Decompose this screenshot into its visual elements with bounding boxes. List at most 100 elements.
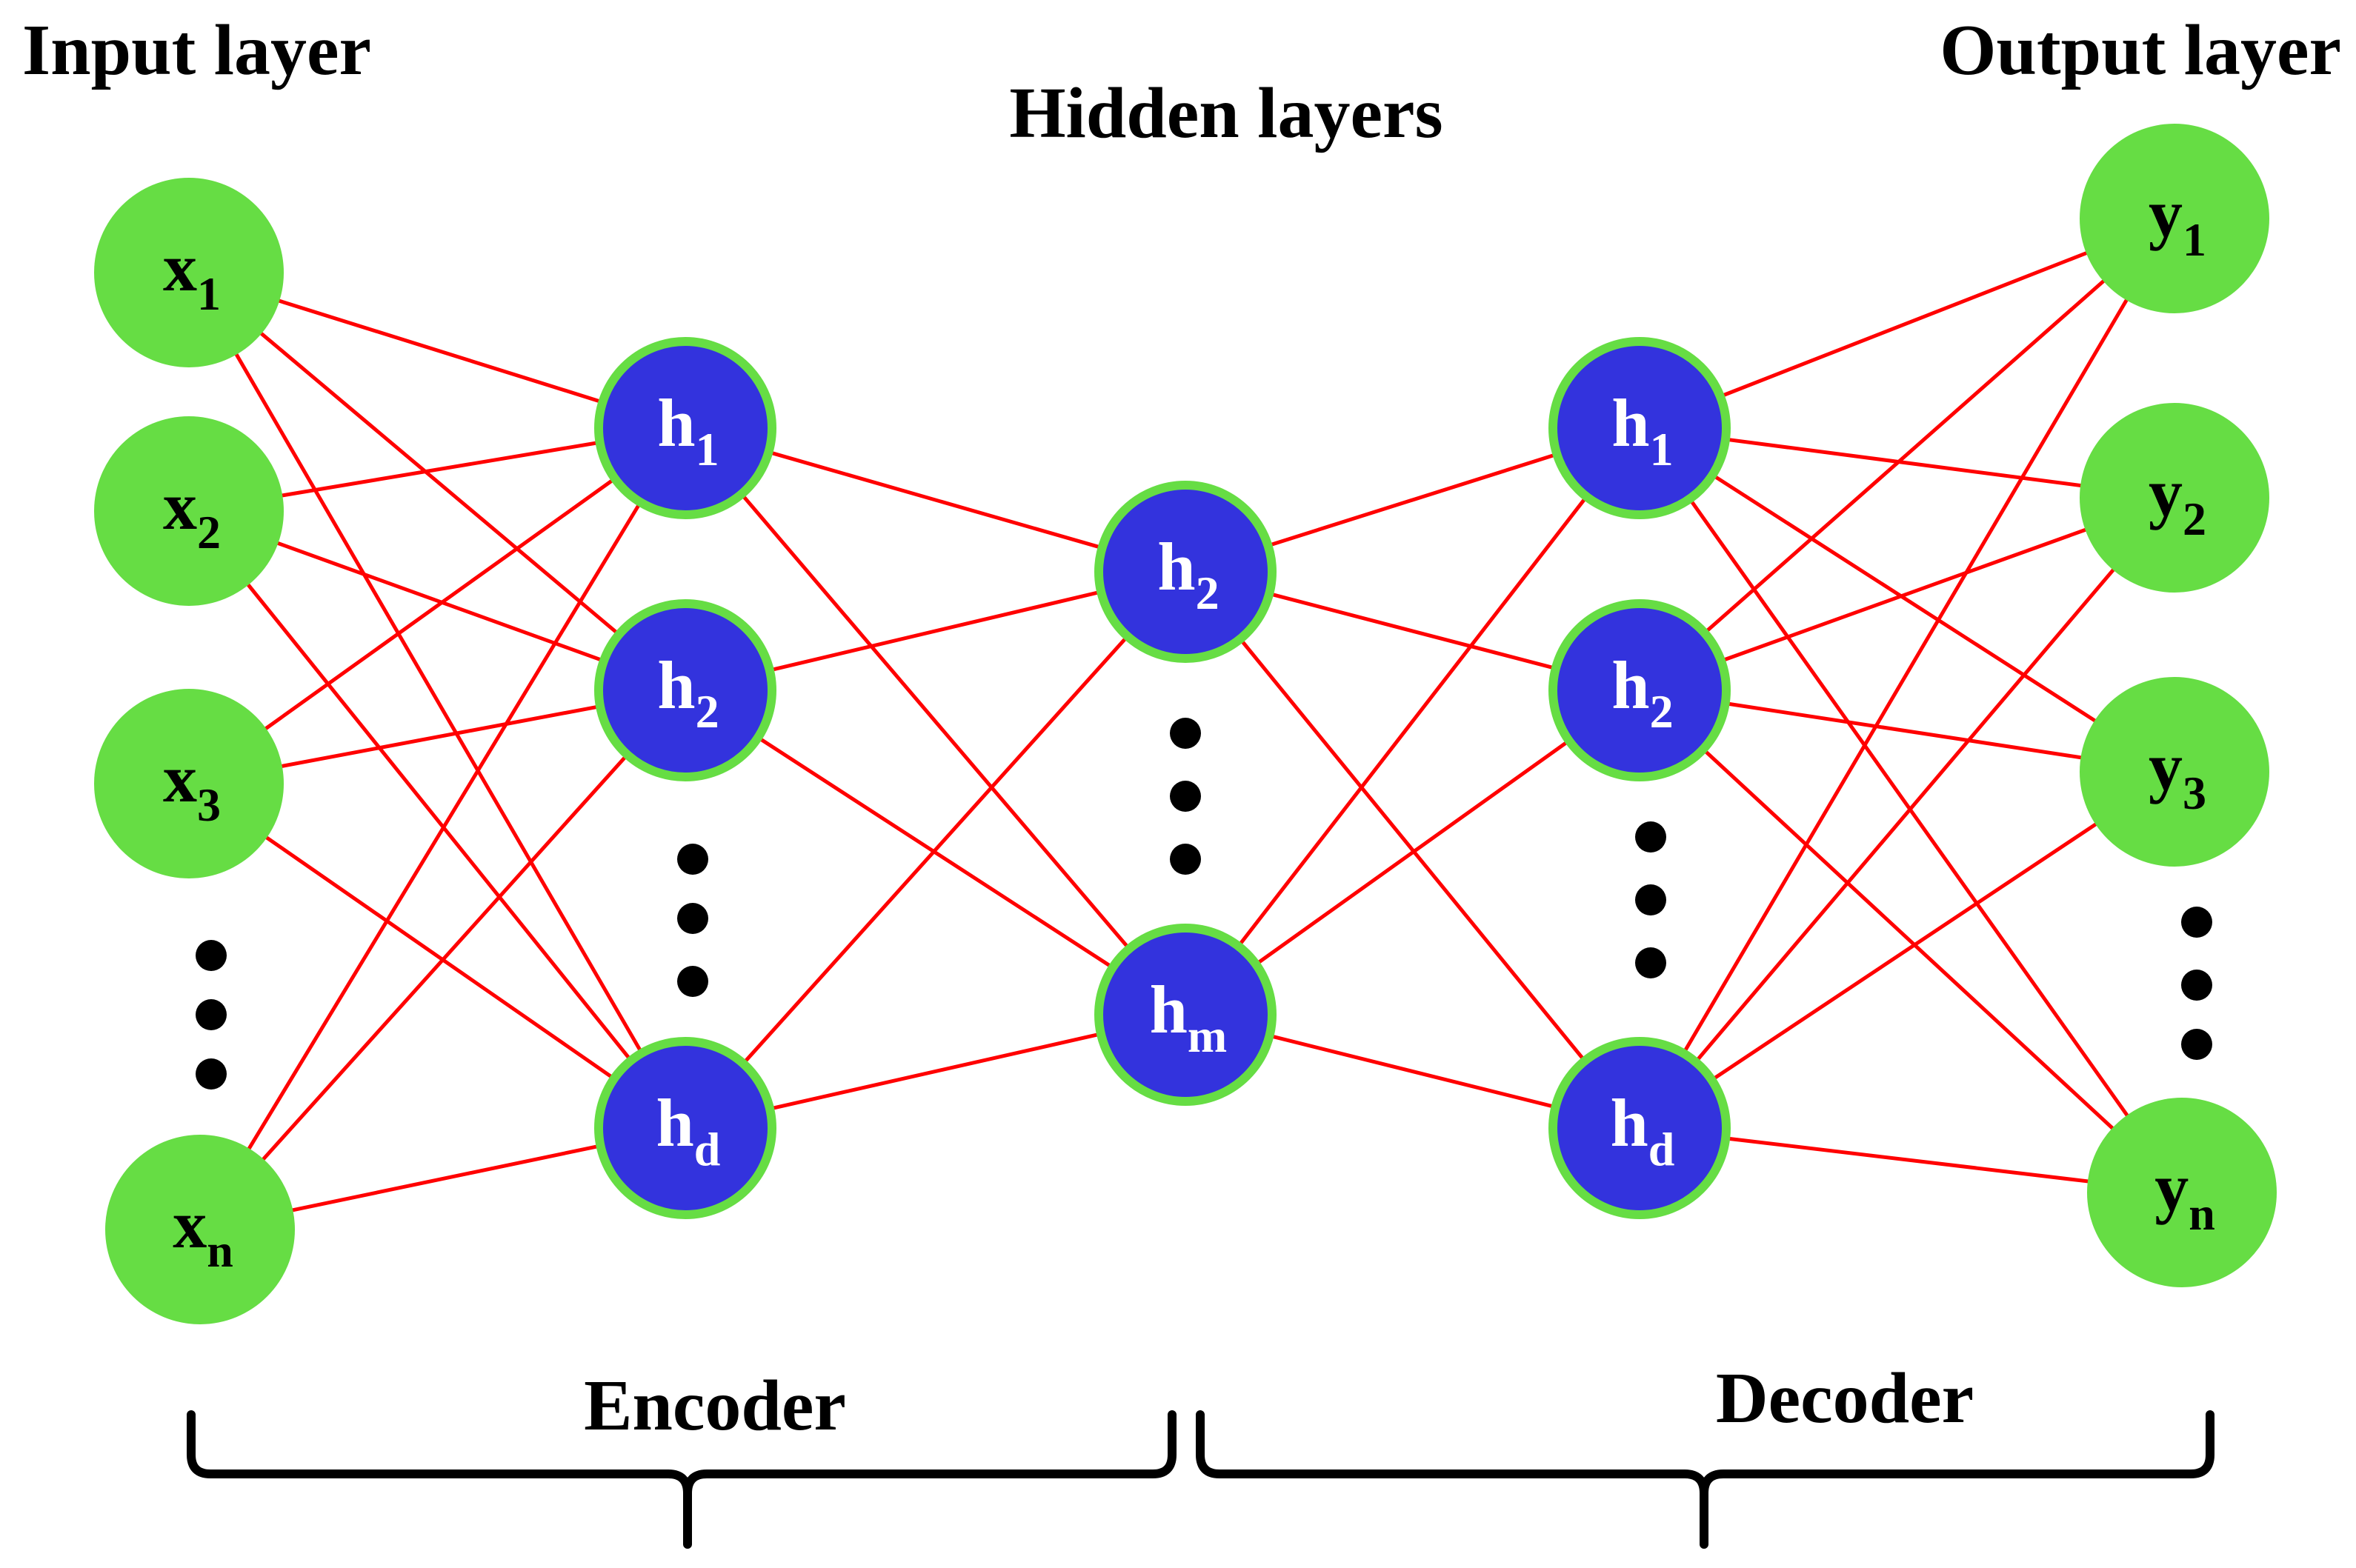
decoder-ellipsis-dot-1 (1635, 884, 1666, 915)
node-decoder_hidden-0: h1 (1548, 337, 1731, 519)
neuron-label: h1 (657, 385, 719, 476)
neuron-label: hd (1611, 1085, 1675, 1175)
edge-input-1-to-encoder_hidden-1 (276, 541, 602, 662)
node-input-2: x3 (94, 689, 284, 878)
bottleneck-ellipsis-dot-1 (1170, 781, 1201, 812)
neuron-circle (594, 599, 776, 781)
output-ellipsis-dot-2 (2181, 1029, 2212, 1060)
node-bottleneck-1: hm (1094, 924, 1277, 1106)
neuron-circle (1548, 599, 1731, 781)
neuron-circle (1094, 924, 1277, 1106)
node-decoder_hidden-2: hd (1548, 1037, 1731, 1219)
encoder-ellipsis-dot-0 (677, 844, 708, 875)
edge-bottleneck-1-to-decoder_hidden-0 (1238, 497, 1587, 946)
neuron-label: hd (656, 1085, 721, 1175)
edge-decoder_hidden-2-to-output-0 (1683, 297, 2129, 1052)
edge-bottleneck-0-to-decoder_hidden-0 (1270, 453, 1555, 547)
edge-input-1-to-encoder_hidden-0 (280, 441, 598, 498)
edge-input-2-to-encoder_hidden-2 (264, 835, 613, 1079)
neuron-label: y1 (2149, 176, 2206, 266)
node-input-3: xn (105, 1135, 295, 1324)
encoder-ellipsis-dot-1 (677, 903, 708, 934)
edge-input-0-to-encoder_hidden-0 (276, 298, 601, 404)
decoder-ellipsis-dot-0 (1635, 821, 1666, 853)
node-bottleneck-0: h2 (1094, 481, 1277, 663)
edge-bottleneck-0-to-decoder_hidden-1 (1271, 593, 1554, 670)
node-output-1: y2 (2080, 403, 2269, 593)
neuron-circle (2080, 677, 2269, 867)
edge-decoder_hidden-1-to-output-1 (1723, 527, 2088, 662)
neuron-circle (1548, 1037, 1731, 1219)
connections (233, 250, 2130, 1212)
ellipsis-dots (196, 718, 2212, 1090)
edge-decoder_hidden-2-to-output-2 (1712, 821, 2098, 1081)
neuron-circle (2080, 124, 2269, 313)
output-layer-label: Output layer (1940, 10, 2341, 90)
neuron-circle (2080, 403, 2269, 593)
edge-decoder_hidden-2-to-output-3 (1728, 1136, 2090, 1184)
edge-input-3-to-encoder_hidden-0 (246, 503, 641, 1151)
neuron-circle (594, 1037, 776, 1219)
neuron-label: h2 (1157, 529, 1219, 619)
node-encoder_hidden-0: h1 (594, 337, 776, 519)
edge-input-3-to-encoder_hidden-1 (261, 755, 628, 1162)
neuron-label: x2 (163, 468, 221, 558)
neuron-label: xn (173, 1187, 233, 1277)
bottleneck-ellipsis-dot-0 (1170, 718, 1201, 749)
edge-input-1-to-encoder_hidden-2 (245, 582, 631, 1060)
decoder-brace (1196, 1410, 2214, 1549)
edge-encoder_hidden-1-to-bottleneck-0 (771, 590, 1099, 672)
edge-input-2-to-encoder_hidden-0 (263, 478, 614, 731)
neuron-label: h1 (1611, 385, 1673, 476)
neurons: x1 x2 x3 xn h1 h2 hd h2 hm h1 h2 hd y1 y2 y3 yn (94, 124, 2277, 1324)
edge-bottleneck-1-to-decoder_hidden-1 (1257, 741, 1568, 964)
node-output-0: y1 (2080, 124, 2269, 313)
edge-encoder_hidden-0-to-bottleneck-0 (771, 450, 1100, 550)
edge-decoder_hidden-0-to-output-0 (1722, 250, 2089, 398)
edge-decoder_hidden-1-to-output-3 (1703, 750, 2115, 1131)
input-ellipsis-dot-0 (196, 940, 227, 971)
edge-input-0-to-encoder_hidden-2 (233, 352, 642, 1052)
hidden-layers-label: Hidden layers (1009, 73, 1442, 153)
neuron-circle (594, 337, 776, 519)
node-output-2: y3 (2080, 677, 2269, 867)
encoder-label: Encoder (584, 1366, 846, 1446)
edge-bottleneck-1-to-decoder_hidden-2 (1271, 1034, 1554, 1109)
neuron-label: hm (1150, 972, 1227, 1062)
decoder-ellipsis-dot-2 (1635, 947, 1666, 978)
neuron-circle (94, 689, 284, 878)
input-ellipsis-dot-2 (196, 1058, 227, 1090)
decoder-label: Decoder (1716, 1358, 1974, 1438)
input-layer-label: Input layer (22, 10, 371, 90)
edge-input-2-to-encoder_hidden-1 (279, 704, 598, 769)
neuron-label: yn (2154, 1150, 2215, 1240)
output-ellipsis-dot-1 (2181, 970, 2212, 1001)
neuron-circle (2087, 1098, 2277, 1287)
edge-decoder_hidden-1-to-output-2 (1727, 701, 2083, 760)
edge-bottleneck-0-to-decoder_hidden-2 (1240, 639, 1585, 1061)
edge-encoder_hidden-0-to-bottleneck-1 (742, 495, 1129, 948)
encoder-ellipsis-dot-2 (677, 966, 708, 997)
node-input-1: x2 (94, 416, 284, 606)
encoder-brace (187, 1410, 1177, 1549)
neuron-label: y2 (2149, 455, 2206, 545)
node-output-3: yn (2087, 1098, 2277, 1287)
node-encoder_hidden-1: h2 (594, 599, 776, 781)
neuron-label: h2 (1611, 647, 1673, 738)
neuron-circle (105, 1135, 295, 1324)
neuron-label: y3 (2149, 729, 2206, 819)
bottleneck-ellipsis-dot-2 (1170, 844, 1201, 875)
neuron-circle (1548, 337, 1731, 519)
edge-decoder_hidden-0-to-output-2 (1714, 475, 2097, 724)
neuron-circle (94, 416, 284, 606)
edge-encoder_hidden-2-to-bottleneck-1 (772, 1032, 1099, 1110)
neuron-label: x1 (163, 230, 221, 320)
node-decoder_hidden-1: h2 (1548, 599, 1731, 781)
neuron-circle (1094, 481, 1277, 663)
neuron-label: h2 (657, 647, 719, 738)
edge-input-3-to-encoder_hidden-2 (290, 1144, 599, 1212)
edge-input-0-to-encoder_hidden-1 (259, 330, 619, 635)
edge-decoder_hidden-2-to-output-1 (1696, 567, 2116, 1061)
edge-decoder_hidden-1-to-output-0 (1705, 278, 2106, 633)
